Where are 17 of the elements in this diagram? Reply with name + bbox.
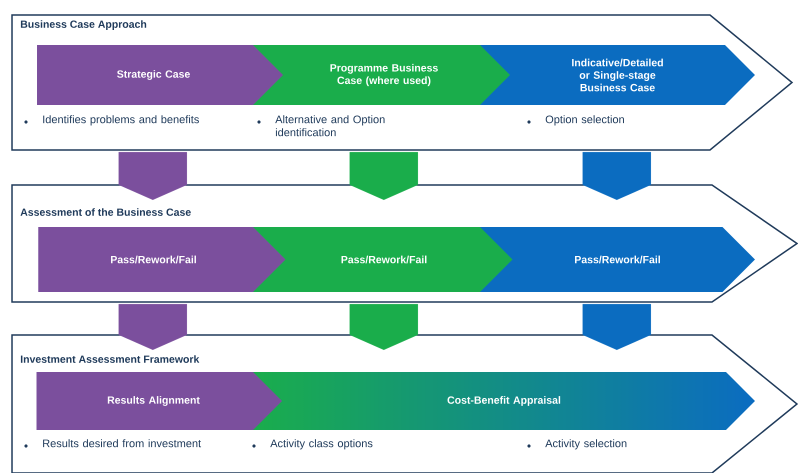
chevron-step: Pass/Rework/Fail <box>480 227 755 292</box>
bullet-item: Identifies problems and benefits <box>24 115 199 126</box>
block-arrow <box>582 152 651 200</box>
bullet-item: Alternative and Option identification <box>257 115 385 136</box>
block-arrow <box>350 304 418 350</box>
chevron-step: Programme Business Case (where used) <box>253 45 515 105</box>
block-arrow <box>118 304 187 350</box>
block-arrow <box>582 304 651 350</box>
block-arrow <box>118 152 187 200</box>
bullet-item: Option selection <box>527 115 624 126</box>
block-arrow <box>350 152 418 200</box>
bullet-item: Activity selection <box>527 439 626 450</box>
bullet-item: Results desired from investment <box>24 439 202 448</box>
chevron-step: Indicative/Detailed or Single-stage Business Case <box>480 45 755 105</box>
chevron-step: Cost-Benefit Appraisal <box>448 396 560 406</box>
bullet-item: Activity class options <box>252 439 372 450</box>
chevron-step: Pass/Rework/Fail <box>253 227 515 292</box>
